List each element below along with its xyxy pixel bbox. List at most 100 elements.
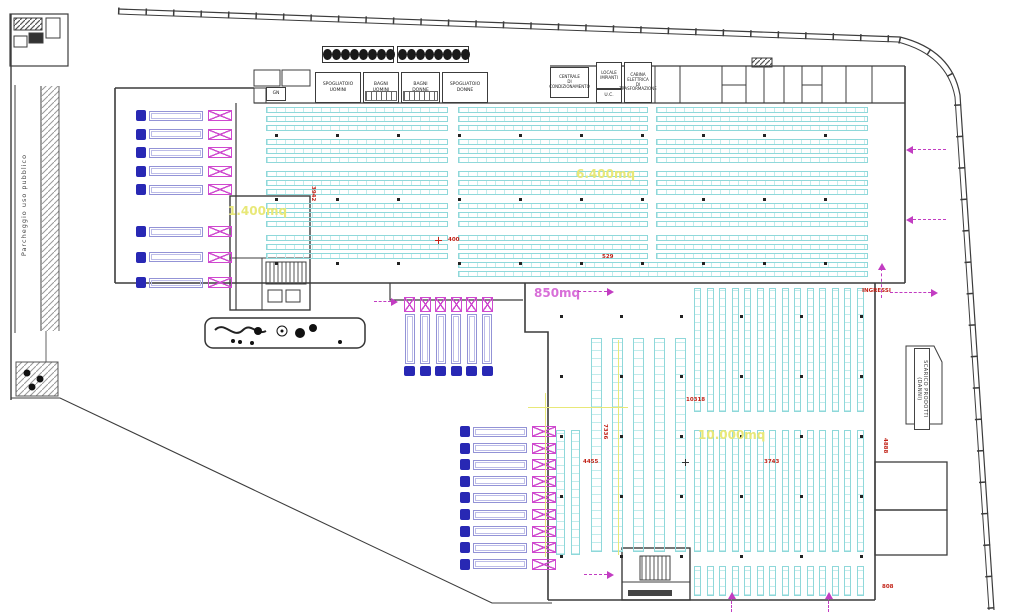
dock-leveler <box>208 277 232 288</box>
rack-column <box>831 566 839 596</box>
flow-arrow <box>913 149 946 150</box>
room: U.C. <box>596 89 622 103</box>
rack-column <box>706 288 714 412</box>
rack-row <box>266 148 448 154</box>
fixture-strip <box>365 91 397 101</box>
room-label: BAGNI UOMINI <box>372 82 390 93</box>
dock-leveler <box>208 165 232 177</box>
flow-arrow <box>578 291 607 292</box>
rack-row <box>458 221 648 227</box>
trailer-inner <box>475 478 525 485</box>
column-dot <box>800 315 803 318</box>
truck-trailer <box>473 459 527 470</box>
truck-trailer <box>473 476 527 487</box>
truck-cab <box>450 366 462 376</box>
truck-cab <box>419 366 431 376</box>
rack-row <box>458 203 648 209</box>
column-dot <box>800 375 803 378</box>
rack-row <box>266 253 448 259</box>
dock-leveler <box>481 297 493 312</box>
column-dot <box>824 198 827 201</box>
dock-leveler <box>208 128 232 140</box>
vent-circle <box>368 49 377 60</box>
truck-trailer <box>435 314 446 364</box>
fixture-strip <box>403 91 438 101</box>
room-label: LOCALE IMPIANTI <box>600 69 618 80</box>
dock-leveler <box>532 475 556 487</box>
truck-cab <box>136 251 146 263</box>
vent-circle <box>434 49 443 60</box>
rack-column <box>612 338 623 552</box>
dock-leveler <box>532 542 556 554</box>
room: GN <box>266 87 286 101</box>
rack-row <box>458 212 648 218</box>
truck-cab <box>481 366 493 376</box>
area-label: 1.400mq <box>228 204 288 218</box>
truck-cab <box>460 442 470 454</box>
truck-trailer <box>466 314 477 364</box>
dock-leveler <box>435 297 446 312</box>
rack-column <box>819 288 826 412</box>
unloading-label: SCARICO PRODOTTI (DANNI) <box>914 348 930 430</box>
column-dot <box>702 262 705 265</box>
rack-row <box>656 244 868 250</box>
column-dot <box>580 134 583 137</box>
column-dot <box>275 198 278 201</box>
room: CABINA ELETTRICA DI TRASFORMAZIONE <box>619 62 657 103</box>
flow-arrowhead <box>727 592 736 599</box>
rack-row <box>266 221 448 227</box>
trailer-inner <box>475 428 525 435</box>
rack-column <box>756 288 764 412</box>
column-dot <box>336 134 339 137</box>
dimension-label: 3743 <box>764 459 780 465</box>
rack-column <box>654 338 665 552</box>
column-dot <box>860 375 863 378</box>
room-label: SPOGLIATOIO DONNE <box>449 82 481 93</box>
rack-row <box>656 148 868 154</box>
trailer-inner <box>437 316 444 362</box>
rack-row <box>656 157 868 163</box>
trailer-inner <box>151 112 201 119</box>
truck-trailer <box>420 314 430 364</box>
dock-leveler <box>208 110 232 121</box>
rack-column <box>769 288 776 412</box>
trailer-inner <box>151 131 201 137</box>
column-dot <box>763 134 766 137</box>
dock-leveler <box>419 297 431 312</box>
trailer-inner <box>151 168 201 174</box>
column-dot <box>620 315 623 318</box>
dock-leveler <box>404 297 415 312</box>
vent-circle <box>350 49 359 60</box>
column-dot <box>740 375 743 378</box>
column-dot <box>702 198 705 201</box>
rack-column <box>819 566 826 596</box>
vent-circle <box>416 49 425 60</box>
truck-trailer <box>473 509 527 520</box>
top-right-rooms <box>654 57 873 103</box>
truck-cab <box>466 366 477 376</box>
column-dot <box>824 134 827 137</box>
rack-column <box>794 566 801 596</box>
trailer-inner <box>151 186 201 193</box>
trailer-inner <box>468 316 475 362</box>
column-dot <box>680 375 683 378</box>
truck-cab <box>435 366 446 376</box>
vent-circle <box>386 49 395 60</box>
dock-leveler <box>450 297 462 312</box>
rack-column <box>694 566 701 596</box>
column-dot <box>275 262 278 265</box>
dock-leveler <box>532 426 556 437</box>
rack-row <box>266 189 448 195</box>
rack-column <box>744 430 751 552</box>
vent-circle <box>425 49 434 60</box>
parking-label: Parcheggio uso pubblico <box>20 153 28 257</box>
rack-row <box>266 203 448 209</box>
trailer-inner <box>475 461 525 468</box>
rack-row <box>266 180 448 186</box>
flow-arrowhead <box>824 592 833 599</box>
area-label: 6.400mq <box>576 167 636 181</box>
truck-trailer <box>451 314 461 364</box>
rack-column <box>781 430 789 552</box>
column-dot <box>740 435 743 438</box>
rack-column <box>675 338 686 552</box>
